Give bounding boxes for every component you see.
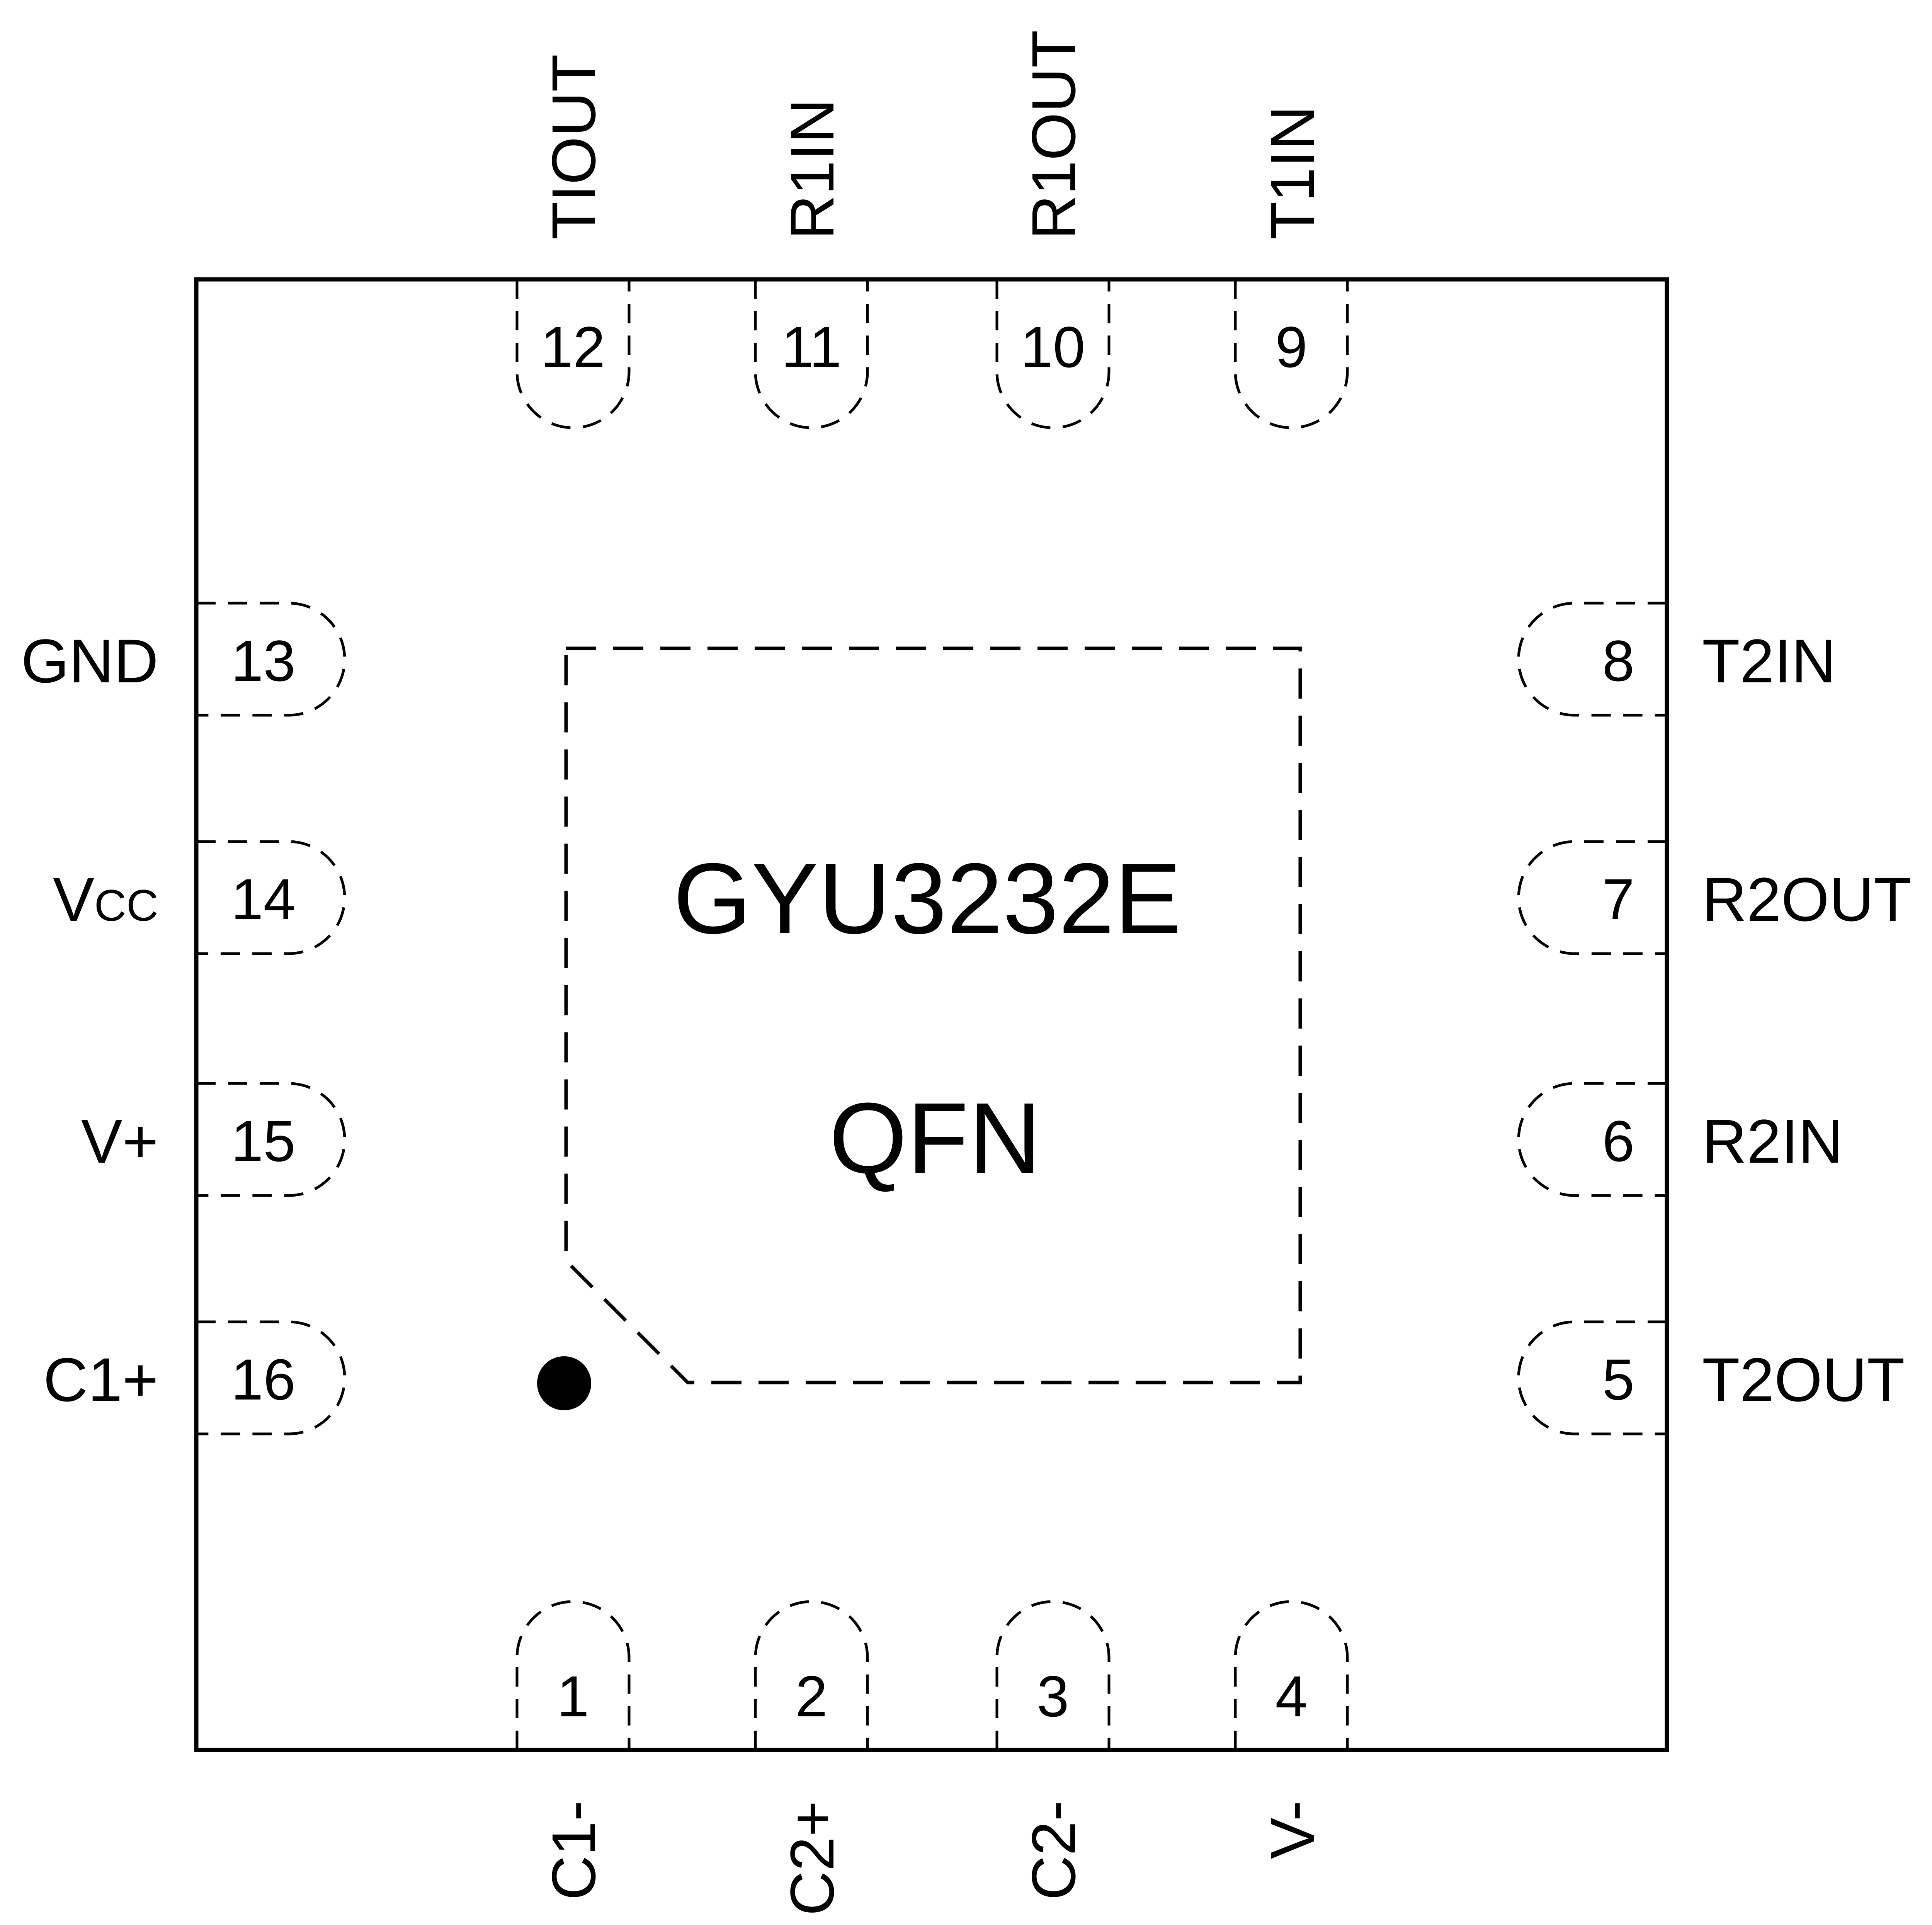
pin-3-name: C2- [1019, 1801, 1088, 1900]
pin-6-number: 6 [1602, 1109, 1634, 1173]
pin-9-number: 9 [1275, 315, 1307, 379]
pin-15-name: V+ [81, 1107, 158, 1176]
exposed-pad-outline [564, 646, 1302, 1384]
pin-8-pad [1517, 602, 1667, 717]
pin-7-number: 7 [1602, 867, 1634, 932]
pin-5-pad [1517, 1320, 1667, 1435]
chip-package-label: QFN [829, 1082, 1041, 1194]
pin-16: 16 C1+ [43, 1320, 346, 1435]
pin-3: 3 C2- [995, 1600, 1111, 1900]
pin-5-number: 5 [1602, 1347, 1634, 1412]
pin-7: 7 R2OUT [1517, 840, 1912, 955]
pin-2-number: 2 [795, 1664, 827, 1729]
pin-6-pad [1517, 1082, 1667, 1197]
pin-15: 15 V+ [81, 1082, 346, 1197]
pin-15-number: 15 [231, 1109, 296, 1173]
pin-14-name: VCC [53, 865, 158, 934]
pin-6: 6 R2IN [1517, 1082, 1843, 1197]
pin-8: 8 T2IN [1517, 602, 1836, 717]
pin-9: 9 T1IN [1234, 105, 1349, 429]
pin-2: 2 C2+ [754, 1600, 869, 1916]
pin-7-name: R2OUT [1702, 865, 1912, 934]
pin-14-name-subscript: CC [94, 881, 158, 930]
pin-12: 12 TIOUT [515, 54, 631, 429]
pin-9-name: T1IN [1258, 105, 1327, 240]
pin-10: 10 R1OUT [995, 30, 1111, 429]
pin-14: 14 VCC [53, 840, 346, 955]
pin-3-number: 3 [1037, 1664, 1069, 1729]
pin-14-number: 14 [231, 867, 296, 932]
pin-13: 13 GND [21, 602, 346, 717]
pin-16-number: 16 [231, 1347, 296, 1412]
pin-2-name: C2+ [777, 1801, 847, 1916]
pin-6-name: R2IN [1702, 1107, 1843, 1176]
pin-11-name: R1IN [777, 99, 847, 240]
pin-1-name: C1- [539, 1801, 608, 1900]
pin-4: 4 V- [1234, 1600, 1349, 1859]
pin-12-name: TIOUT [539, 54, 608, 240]
pin-13-name: GND [21, 626, 158, 696]
pin-8-number: 8 [1602, 628, 1634, 693]
pin-12-number: 12 [541, 315, 605, 379]
pin-5: 5 T2OUT [1517, 1320, 1905, 1435]
pin-7-pad [1517, 840, 1667, 955]
pin-1: 1 C1- [515, 1600, 631, 1900]
pin-11: 11 R1IN [754, 99, 869, 429]
pin-4-number: 4 [1275, 1664, 1307, 1729]
chip-part-number: GYU3232E [673, 843, 1181, 955]
pin-13-number: 13 [231, 628, 296, 693]
pin-10-name: R1OUT [1019, 30, 1088, 240]
pin-16-name: C1+ [43, 1345, 158, 1414]
pin-1-number: 1 [557, 1664, 589, 1729]
pin1-indicator-dot [537, 1356, 591, 1410]
pin-10-number: 10 [1021, 315, 1085, 379]
pin-11-number: 11 [781, 315, 842, 379]
pin-4-name: V- [1258, 1801, 1327, 1859]
pin-14-name-main: V [53, 865, 94, 934]
package-outline [194, 277, 1669, 1752]
pin-5-name: T2OUT [1702, 1345, 1905, 1414]
pin-8-name: T2IN [1702, 626, 1836, 696]
